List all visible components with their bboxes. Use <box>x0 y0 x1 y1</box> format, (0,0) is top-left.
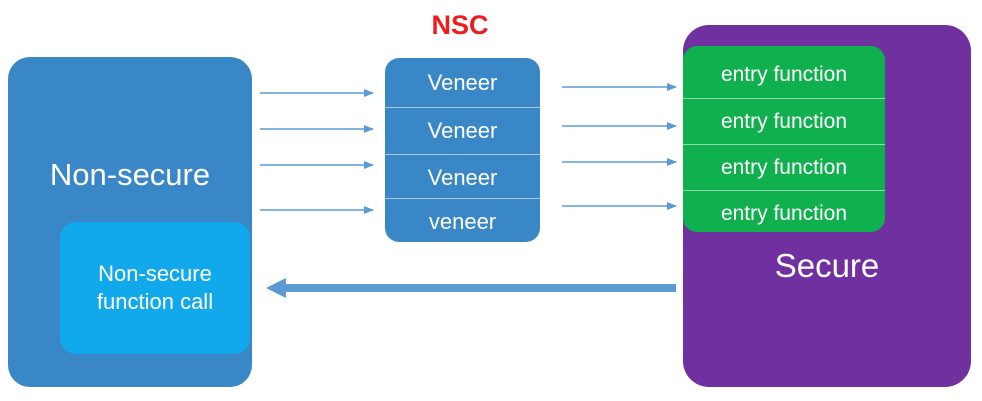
veneer-stack: Veneer Veneer Veneer veneer <box>385 58 540 242</box>
entry-function-row: entry function <box>683 190 885 232</box>
veneer-row: Veneer <box>385 107 540 153</box>
return-arrow-head <box>266 278 286 298</box>
return-arrow-shaft <box>284 284 676 292</box>
nonsecure-label: Non-secure <box>49 157 211 192</box>
secure-label: Secure <box>774 247 880 284</box>
nsc-title: NSC <box>431 10 489 40</box>
veneer-row: veneer <box>385 198 540 242</box>
veneer-row: Veneer <box>427 70 498 95</box>
nonsecure-call-line-2: function call <box>96 289 214 314</box>
entry-function-row: entry function <box>683 144 885 190</box>
veneer-row: Veneer <box>385 154 540 200</box>
entry-function-row: entry function <box>720 63 848 86</box>
entry-function-row: entry function <box>683 98 885 144</box>
nonsecure-function-call-box: Non-secure function call <box>60 222 250 354</box>
nonsecure-call-line-1: Non-secure <box>98 261 212 286</box>
entry-function-stack: entry function entry function entry func… <box>683 46 885 232</box>
